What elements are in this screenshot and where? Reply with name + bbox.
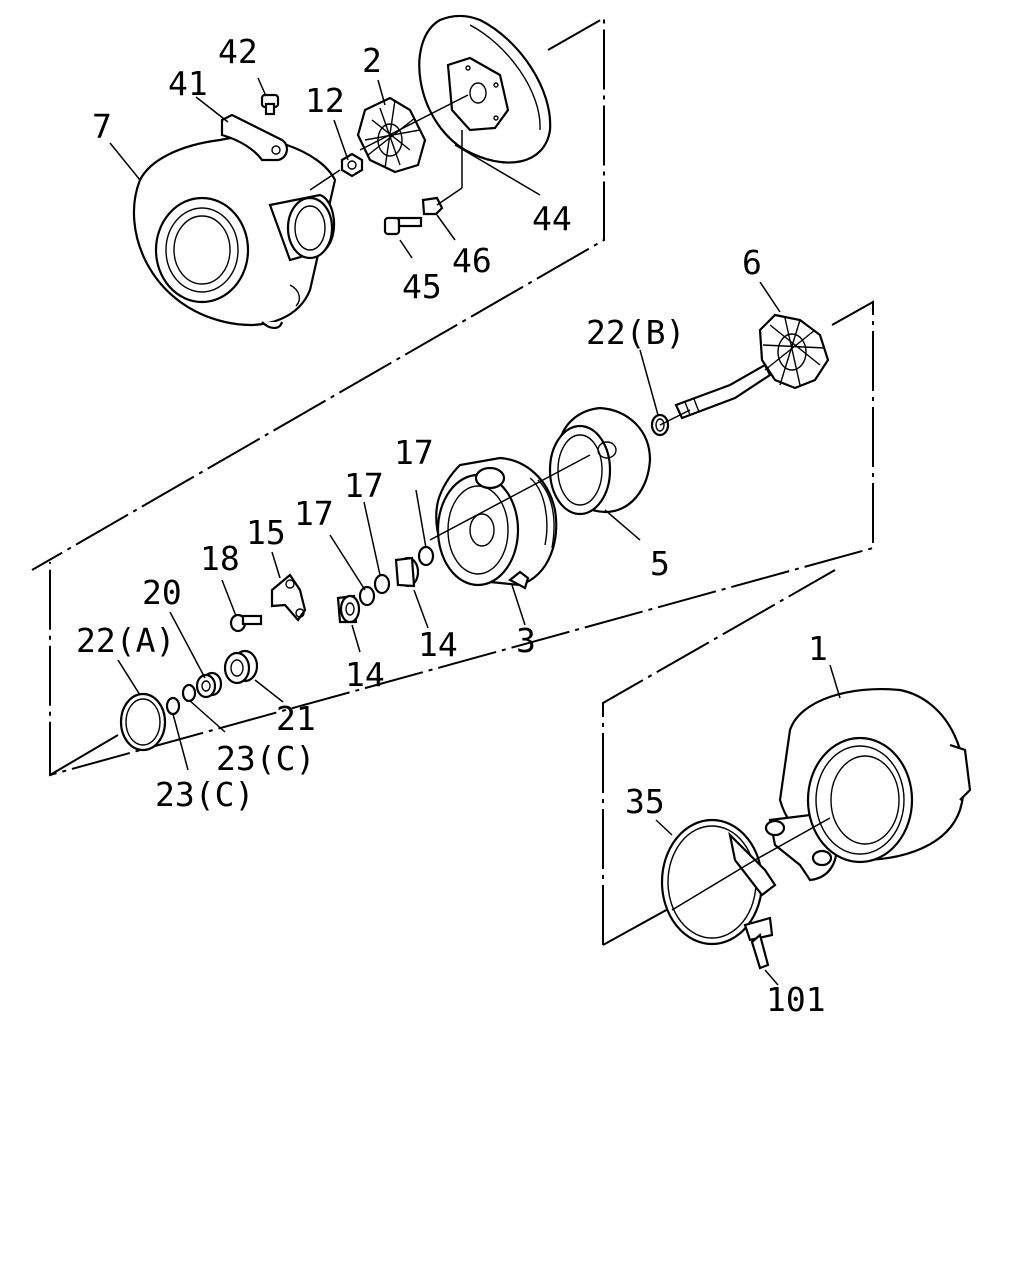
- bearing-14-lower: [336, 594, 361, 624]
- callout-15: 15: [246, 513, 286, 552]
- bolt-42: [260, 93, 280, 116]
- callout-6: 6: [742, 243, 762, 282]
- screw-18: [229, 613, 263, 633]
- turbine-shaft-wheel: [674, 313, 830, 420]
- callout-17-a: 17: [394, 433, 434, 472]
- group-frame-top: [31, 16, 605, 571]
- turbine-housing: [764, 688, 972, 882]
- thrust-bearing-15: [270, 573, 307, 622]
- nut-12: [340, 152, 364, 178]
- callout-23c-b: 23(C): [155, 775, 254, 814]
- lock-plate-46: [421, 196, 444, 216]
- bracket: [220, 113, 288, 162]
- screw-45: [383, 216, 423, 236]
- callout-5: 5: [650, 544, 670, 583]
- callout-17-c: 17: [294, 494, 334, 533]
- callout-21: 21: [276, 699, 316, 738]
- callout-44: 44: [532, 199, 572, 238]
- spacer-20: [195, 671, 223, 699]
- callout-22b: 22(B): [586, 313, 685, 352]
- thrust-collar-21: [223, 649, 259, 685]
- callout-12: 12: [305, 81, 345, 120]
- heat-shield: [548, 406, 652, 516]
- bearing-14-upper: [394, 556, 420, 588]
- callout-45: 45: [402, 267, 442, 306]
- compressor-wheel: [356, 96, 427, 174]
- compressor-housing: [132, 136, 337, 330]
- callout-41: 41: [168, 64, 208, 103]
- callout-7: 7: [92, 107, 112, 146]
- callout-22a: 22(A): [76, 621, 175, 660]
- callout-20: 20: [142, 573, 182, 612]
- callout-14-b: 14: [418, 625, 458, 664]
- callout-3: 3: [516, 621, 536, 660]
- v-band-clamp: [660, 818, 777, 970]
- callout-2: 2: [362, 41, 382, 80]
- callout-17-b: 17: [344, 466, 384, 505]
- piston-ring-23c: [165, 683, 197, 716]
- leader-lines: [109, 77, 841, 986]
- callout-23c-a: 23(C): [216, 739, 315, 778]
- callout-1: 1: [808, 629, 828, 668]
- group-frame-middle: [49, 300, 874, 777]
- callout-42: 42: [218, 32, 258, 71]
- o-ring-22a: [119, 692, 167, 752]
- callout-18: 18: [200, 539, 240, 578]
- snap-ring-17: [358, 545, 435, 607]
- back-plate: [418, 14, 552, 164]
- callout-101: 101: [766, 980, 826, 1019]
- center-housing: [435, 456, 558, 590]
- callout-35: 35: [625, 782, 665, 821]
- callout-labels: 42 2 41 12 7 44 46 45 6 22(B) 17 17 17 1…: [76, 32, 828, 1019]
- callout-14-a: 14: [345, 655, 385, 694]
- callout-46: 46: [452, 241, 492, 280]
